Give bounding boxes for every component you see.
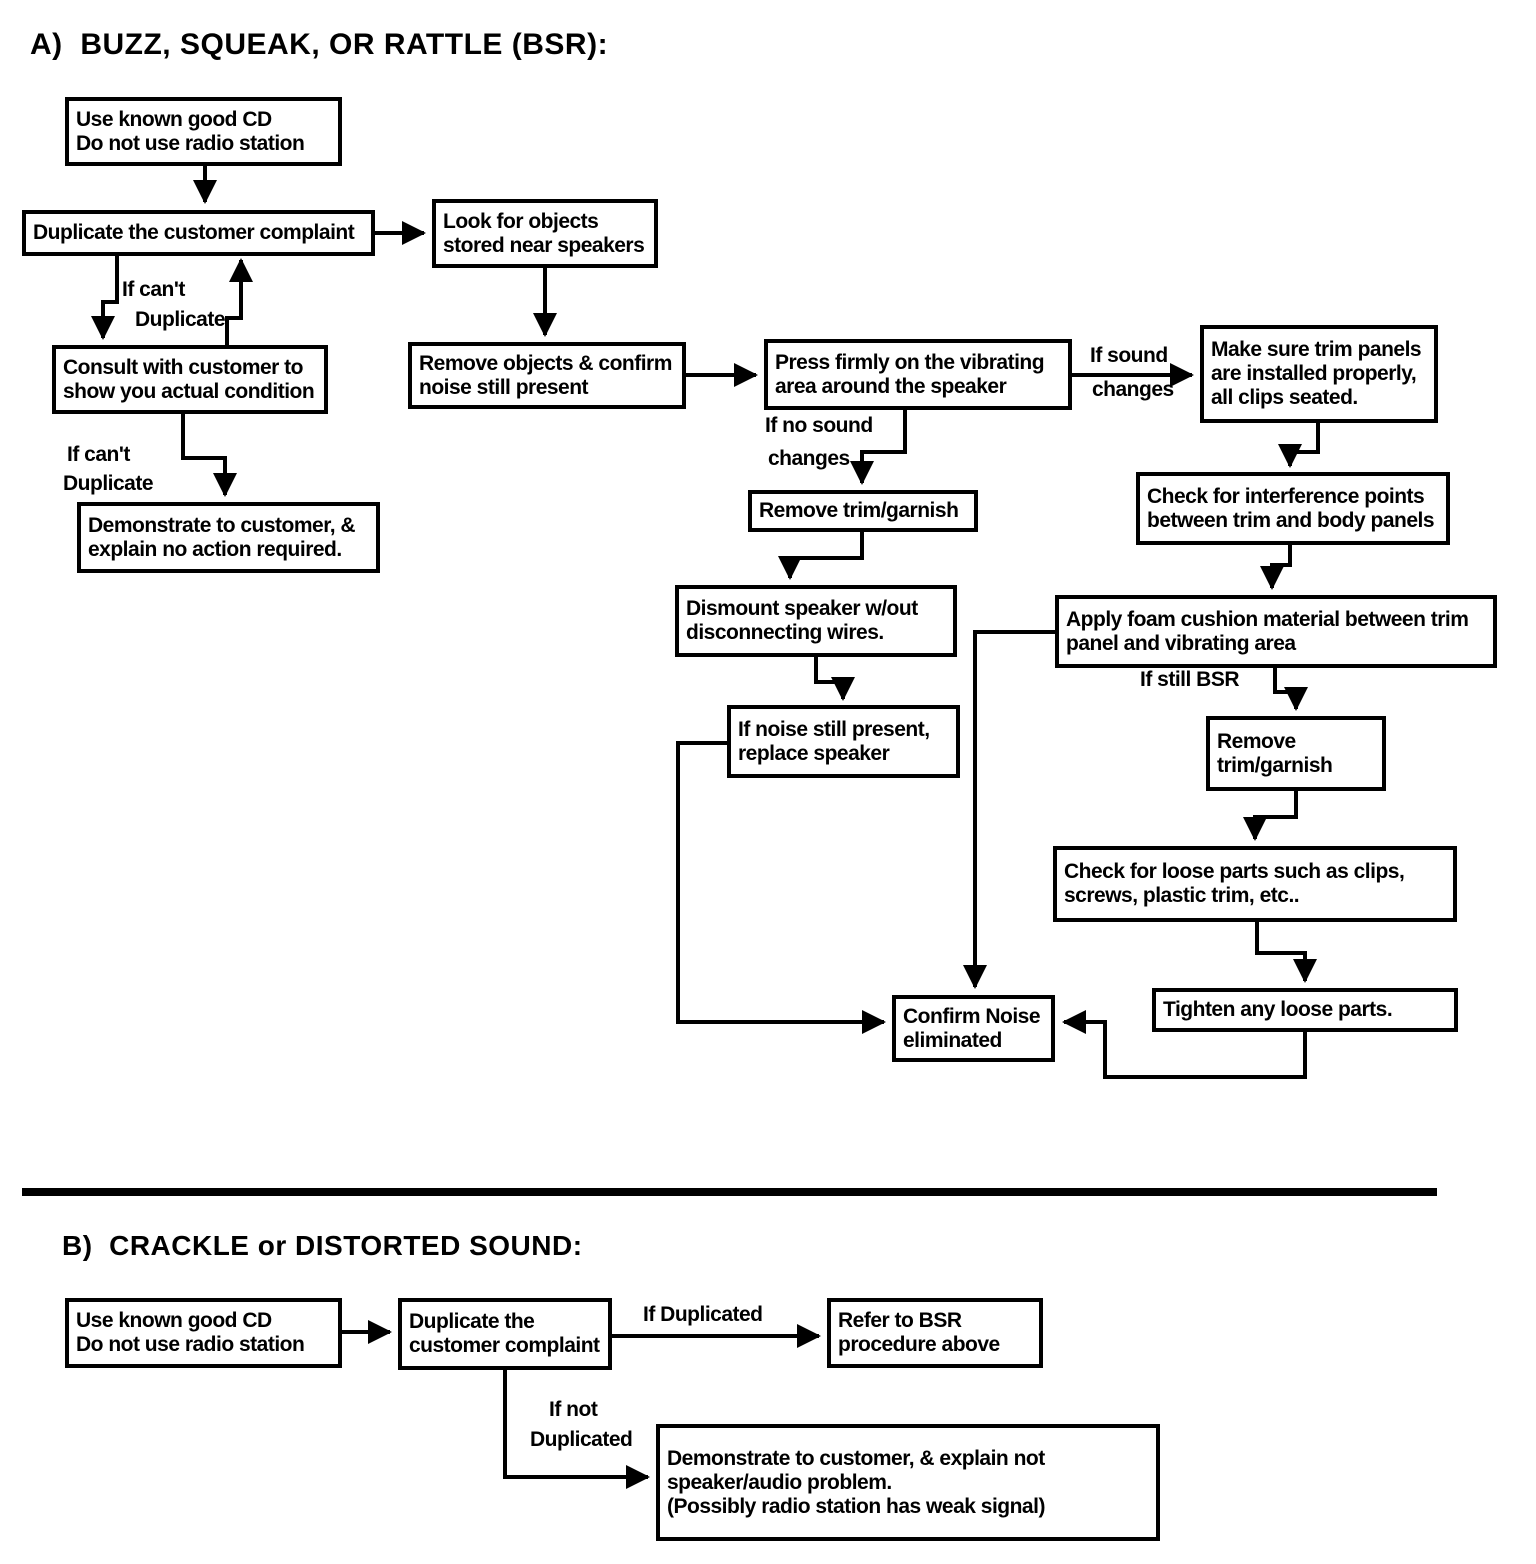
edge-remove-trim1-to-dismount — [778, 530, 864, 580]
flow-node-line: Tighten any loose parts. — [1163, 998, 1393, 1021]
flow-node-line: Dismount speaker w/out — [686, 597, 918, 620]
flow-node-line: Duplicate the — [409, 1310, 535, 1333]
edge-foam-to-confirm — [963, 630, 1057, 989]
flow-node-a-demonstrate-no-action: Demonstrate to customer, &explain no act… — [77, 502, 380, 573]
flow-node-line: If noise still present, — [738, 717, 930, 741]
flow-node-line: Remove objects & confirm — [419, 351, 672, 375]
flow-node-line: area around the speaker — [775, 374, 1007, 398]
condition-label-if-still-bsr: If still BSR — [1140, 668, 1240, 691]
condition-label-if-not-duplicated-a: If not — [549, 1398, 598, 1421]
flow-node-a-remove-trim-garnish-1: Remove trim/garnish — [748, 490, 978, 532]
flow-node-line: noise still present — [419, 375, 589, 399]
flow-node-line: Demonstrate to customer, & — [88, 513, 356, 537]
flow-node-line: Do not use radio station — [76, 131, 305, 155]
condition-label-if-not-duplicated-b: Duplicated — [530, 1428, 633, 1451]
flow-node-line: Confirm Noise — [903, 1004, 1041, 1028]
flow-node-line: Check for loose parts such as clips, — [1064, 860, 1405, 883]
section-b-heading: B) CRACKLE or DISTORTED SOUND: — [62, 1230, 583, 1261]
flow-node-a-replace-speaker: If noise still present,replace speaker — [727, 705, 960, 778]
flow-node-a-tighten-loose-parts: Tighten any loose parts. — [1152, 988, 1458, 1032]
flow-node-line: Press firmly on the vibrating — [775, 350, 1045, 374]
edge-make-sure-to-interference — [1278, 421, 1320, 468]
edge-interference-to-foam — [1260, 543, 1292, 590]
section-divider — [22, 1188, 1437, 1196]
flow-node-line: Look for objects — [443, 209, 599, 233]
flow-node-a-check-loose-parts: Check for loose parts such as clips,scre… — [1053, 846, 1457, 922]
flow-node-a-apply-foam-cushion: Apply foam cushion material between trim… — [1055, 595, 1497, 668]
condition-label-if-no-sound-changes-a: If no sound — [765, 414, 873, 437]
condition-label-if-cant-duplicate-2b: Duplicate — [63, 472, 154, 495]
flow-node-line: Make sure trim panels — [1211, 338, 1422, 361]
flow-node-line: procedure above — [838, 1333, 1000, 1356]
flow-node-line: Check for interference points — [1147, 484, 1425, 508]
edge-consult-to-duplicate — [225, 258, 253, 347]
condition-label-if-cant-duplicate-1a: If can't — [122, 278, 185, 301]
edge-consult-to-demonstrate — [181, 412, 237, 497]
flow-node-line: are installed properly, — [1211, 362, 1417, 385]
flow-node-line: disconnecting wires. — [686, 621, 884, 644]
edge-duplicate-to-consult — [91, 254, 119, 340]
section-a-heading: A) BUZZ, SQUEAK, OR RATTLE (BSR): — [30, 28, 609, 61]
flow-node-line: between trim and body panels — [1147, 508, 1435, 532]
flow-node-line: Apply foam cushion material between trim — [1066, 607, 1469, 631]
flow-node-line: customer complaint — [409, 1334, 600, 1357]
flow-node-line: explain no action required. — [88, 537, 342, 561]
flow-node-line: Remove — [1217, 729, 1296, 753]
flow-node-line: replace speaker — [738, 741, 890, 765]
flow-node-line: screws, plastic trim, etc.. — [1064, 884, 1300, 907]
condition-label-if-sound-changes-b: changes — [1092, 378, 1174, 401]
flow-node-line: all clips seated. — [1211, 386, 1358, 409]
flow-node-line: show you actual condition — [63, 379, 315, 403]
edge-remove-trim2-to-loose — [1243, 789, 1298, 841]
flow-node-line: trim/garnish — [1217, 753, 1333, 777]
flow-node-line: Use known good CD — [76, 1309, 272, 1332]
condition-label-if-cant-duplicate-2a: If can't — [67, 443, 130, 466]
flow-node-line: Consult with customer to — [63, 355, 304, 379]
flow-node-line: stored near speakers — [443, 233, 645, 257]
flow-node-line: Use known good CD — [76, 107, 272, 131]
flow-node-a-duplicate-complaint: Duplicate the customer complaint — [22, 210, 375, 256]
flow-node-line: panel and vibrating area — [1066, 631, 1296, 655]
edge-dismount-to-replace — [814, 655, 855, 701]
flow-node-line: Demonstrate to customer, & explain not — [667, 1446, 1045, 1470]
edge-foam-to-remove-trim2 — [1273, 666, 1308, 711]
flow-node-line: speaker/audio problem. — [667, 1470, 892, 1494]
flow-node-line: Duplicate the customer complaint — [33, 221, 355, 244]
condition-label-if-no-sound-changes-b: changes — [768, 447, 850, 470]
flow-node-line: Remove trim/garnish — [759, 499, 959, 522]
flow-node-line: eliminated — [903, 1028, 1002, 1052]
condition-label-if-duplicated: If Duplicated — [643, 1303, 763, 1326]
flow-node-line: Refer to BSR — [838, 1309, 962, 1332]
edge-replace-to-confirm — [676, 741, 886, 1034]
flow-node-line: Do not use radio station — [76, 1333, 305, 1356]
edge-b-duplicate-to-demonstrate — [503, 1368, 650, 1489]
edge-loose-to-tighten — [1255, 920, 1317, 983]
flow-node-line: (Possibly radio station has weak signal) — [667, 1494, 1045, 1518]
condition-label-if-cant-duplicate-1b: Duplicate — [135, 308, 226, 331]
condition-label-if-sound-changes-a: If sound — [1090, 344, 1168, 367]
